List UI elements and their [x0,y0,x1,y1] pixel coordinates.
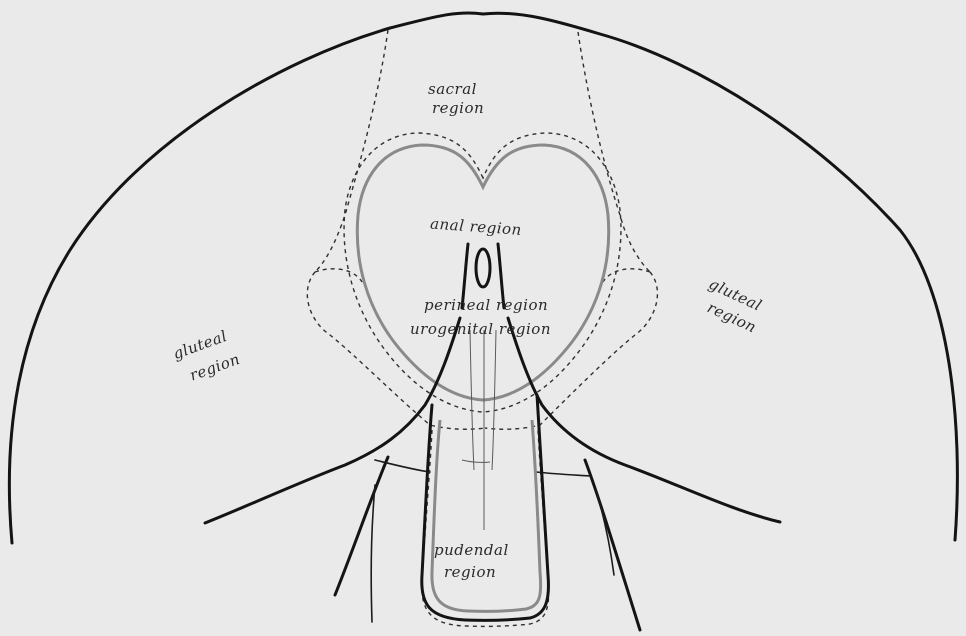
pudendal-outline [422,395,549,620]
sacral-label-line1: sacral [428,80,477,98]
anal-region-label: anal region [430,215,523,239]
pudendal-label-line2: region [444,563,496,581]
perineal-region-border [357,145,608,400]
leg-fold-right [536,472,590,476]
pudendal-label-line1: pudendal [434,541,509,559]
ischial-link-left [315,269,362,282]
inner-leg-line-left [371,485,375,622]
sacral-boundary-left [315,30,388,272]
leg-contour-left [335,457,388,595]
urogenital-region-label: urogenital region [410,320,551,338]
thigh-contour-left [205,318,460,523]
median-line-4 [462,460,490,462]
sacral-boundary-right [578,32,650,272]
anus [476,249,490,287]
pudendal-region-border [432,420,541,611]
thigh-contour-right [508,318,780,522]
perineal-region-label: perineal region [424,296,548,314]
ischial-link-right [603,269,650,282]
body-outline [9,13,957,543]
pudendal-dashed-border [422,430,549,626]
sacral-label-line2: region [432,99,484,117]
perineal-outer-boundary [344,133,621,412]
leg-contour-right [585,460,640,630]
